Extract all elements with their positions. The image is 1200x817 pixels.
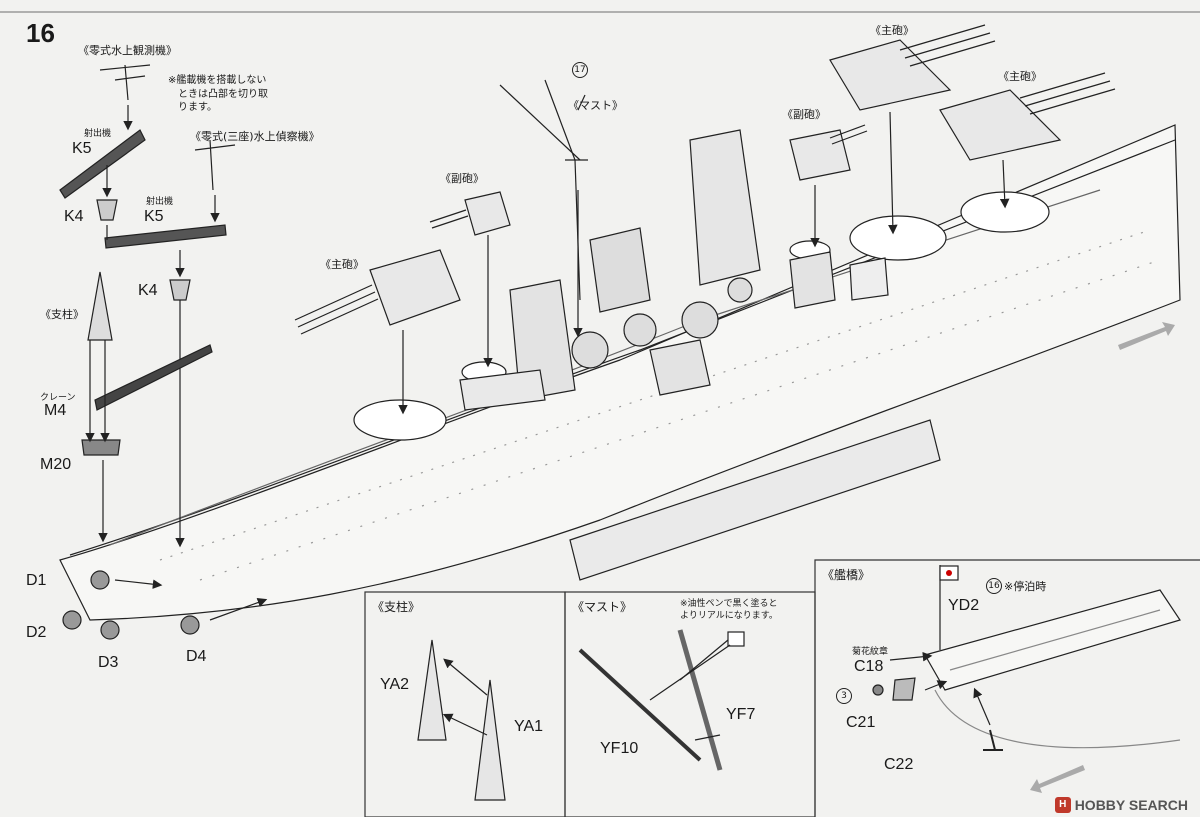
direction-arrow-top [1118,322,1175,350]
part-c22: C22 [884,756,914,773]
note-mast-paint: ※油性ペンで黒く塗ると よりリアルになります。 [680,599,778,622]
catapult-base-k4a [96,199,118,221]
callout-17: 17 [572,62,588,78]
secondary-turret-aft [789,124,868,181]
mast [499,79,588,301]
seaplane-recon [194,139,236,191]
direction-arrow-bottom [1030,765,1085,793]
part-d3: D3 [98,654,119,671]
part-c18: C18 [854,658,884,675]
propeller-d3 [100,620,120,640]
deck-edge [69,139,1176,556]
seaplane-observation [99,64,151,101]
inset-frame-mast [564,591,816,817]
inset-frame-bridge [814,559,1200,817]
note-seaplane: ※艦載機を搭載しない ときは凸部を切り取 ります。 [168,75,268,113]
label-crane: クレーン [40,393,76,403]
main-gun-turret-fore [294,249,461,335]
callout-3: 3 [836,688,852,704]
label-chrysanthemum: 菊花紋章 [852,647,889,657]
label-moored: ※停泊時 [1004,580,1047,593]
catapult-base-k4b [169,279,191,301]
part-ya1: YA1 [514,718,544,735]
main-gun-turret-aft-2 [939,72,1116,161]
catapult-1 [59,129,146,199]
part-d2: D2 [26,624,47,641]
secondary-turret-fore [429,191,511,236]
bridge-superstructure [459,129,889,411]
inset-frame-support [364,591,566,817]
crane-arm [94,344,213,411]
watermark-logo-icon: H [1054,797,1071,813]
part-ya2: YA2 [380,676,410,693]
part-m20: M20 [40,456,72,473]
label-catapult-1: 射出機 [84,129,112,139]
label-mast: 《マスト》 [568,99,623,112]
propeller-d4 [180,615,200,635]
part-d4: D4 [186,648,207,665]
label-secondary-fore: 《副砲》 [440,172,484,185]
part-yf7: YF7 [726,706,756,723]
inset-title-support: 《支柱》 [372,600,421,614]
part-m4: M4 [44,402,67,419]
catapult-2 [104,224,227,249]
part-d1: D1 [26,572,47,589]
part-k5b: K5 [144,208,164,225]
inset-title-mast: 《マスト》 [572,600,633,614]
label-seaplane-observation: 《零式水上観測機》 [78,44,177,57]
label-catapult-2: 射出機 [146,197,174,207]
part-yf10: YF10 [600,740,639,757]
part-c21: C21 [846,714,876,731]
turret-base-fore [353,399,447,441]
display-stand [569,419,941,581]
crane-base-m20 [81,439,121,456]
main-gun-turret-aft-1 [829,24,996,111]
callout-16: 16 [986,578,1002,594]
step-number: 16 [26,18,55,48]
part-k4b: K4 [138,282,158,299]
propeller-d2 [62,610,82,630]
propeller-d1 [90,570,110,590]
label-main-gun-aft-1: 《主砲》 [870,24,914,37]
label-main-gun-aft-2: 《主砲》 [998,70,1042,83]
part-yd2: YD2 [948,597,980,614]
label-secondary-aft: 《副砲》 [782,108,826,121]
watermark: H HOBBY SEARCH [1054,797,1188,813]
part-k4a: K4 [64,208,84,225]
label-main-gun-fore: 《主砲》 [320,258,364,271]
label-seaplane-recon: 《零式(三座)水上偵察機》 [190,130,320,143]
label-support: 《支柱》 [40,308,84,321]
support-pillar [87,271,113,341]
part-k5a: K5 [72,140,92,157]
inset-title-bridge: 《艦橋》 [822,568,871,582]
watermark-text: HOBBY SEARCH [1074,797,1188,813]
